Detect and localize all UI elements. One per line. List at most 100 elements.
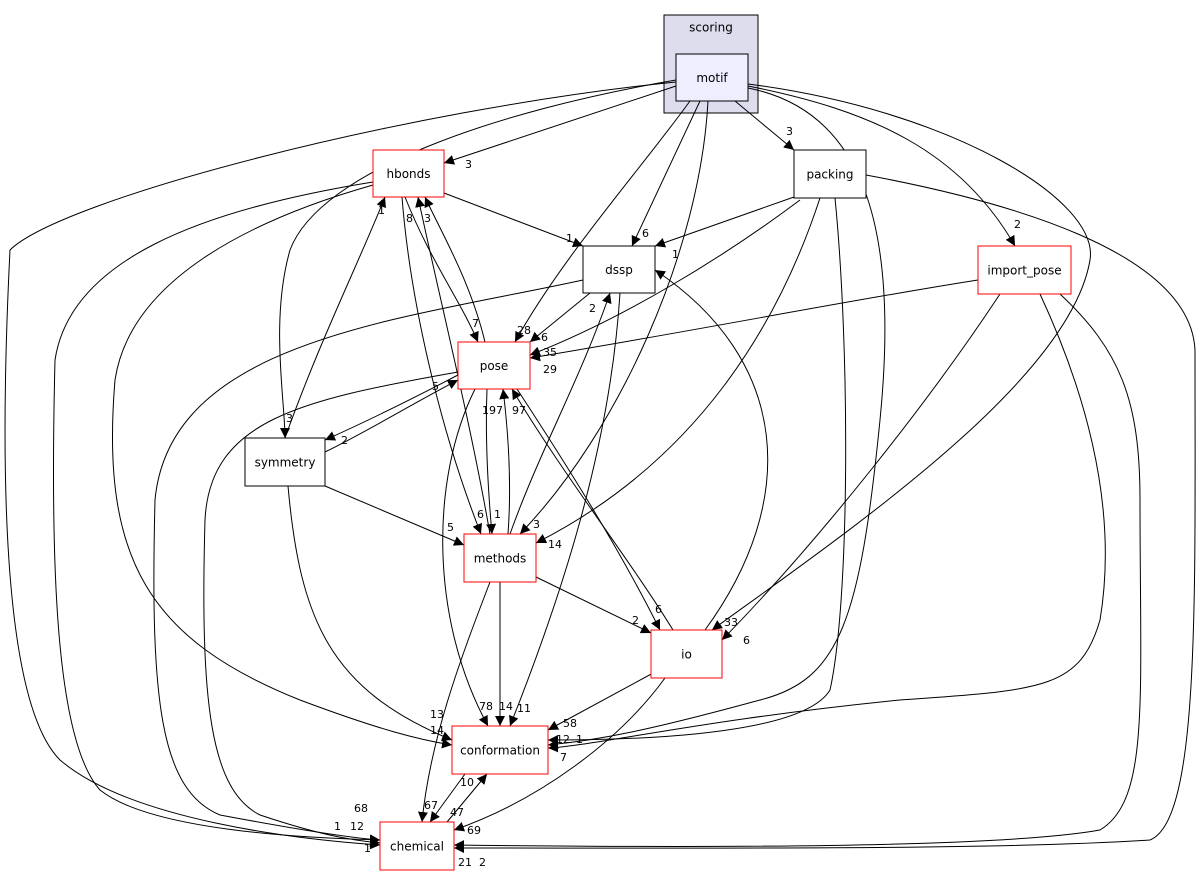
edge-line — [514, 100, 691, 343]
edge-count-label: 68 — [354, 802, 368, 815]
edge-line — [511, 388, 674, 631]
edge-hbonds-to-chemical[interactable]: 12 — [52, 181, 381, 845]
edge-count-label: 2 — [479, 856, 486, 869]
edge-motif-to-chemical[interactable]: 1 — [4, 81, 677, 850]
edge-line — [279, 79, 677, 439]
edge-line — [424, 196, 486, 343]
edge-count-label: 14 — [548, 538, 562, 551]
edge-count-label: 97 — [512, 404, 526, 417]
edge-pose-to-conformation[interactable]: 78 — [442, 388, 493, 727]
node-packing[interactable]: packing — [793, 149, 867, 199]
edge-motif-to-hbonds[interactable]: 3 — [443, 85, 677, 171]
node-box — [793, 149, 867, 199]
edge-count-label: 3 — [465, 158, 472, 171]
edge-motif-to-dssp[interactable]: 6 — [631, 100, 701, 247]
edge-motif-to-packing[interactable]: 3 — [734, 100, 795, 151]
edge-line — [516, 388, 661, 631]
edge-import_pose-to-chemical[interactable]: 2 — [453, 293, 1142, 869]
node-label: motif — [696, 71, 728, 85]
edge-count-label: 6 — [642, 227, 649, 240]
edge-methods-to-hbonds[interactable]: 8 — [406, 196, 491, 535]
edge-count-label: 1 — [672, 248, 679, 261]
node-box — [244, 437, 326, 487]
edge-pose-to-methods[interactable]: 1 — [485, 388, 501, 535]
edge-count-label: 3 — [424, 212, 431, 225]
edge-methods-to-pose[interactable]: 197 — [482, 388, 511, 535]
edge-line — [4, 81, 677, 850]
edge-packing-to-chemical[interactable]: 21 — [453, 174, 1196, 869]
edge-count-label: 58 — [563, 717, 577, 730]
edge-hbonds-to-pose[interactable]: 7 — [404, 196, 479, 343]
edge-motif-to-symmetry[interactable]: 3 — [279, 79, 677, 439]
node-import_pose[interactable]: import_pose — [977, 245, 1072, 295]
edge-packing-to-conformation[interactable]: 1 — [547, 197, 847, 746]
edge-io-to-chemical[interactable]: 69 — [453, 677, 666, 837]
edge-symmetry-to-pose[interactable]: 5 — [324, 379, 459, 453]
edge-line — [446, 773, 488, 823]
edge-line — [529, 199, 801, 357]
edge-line — [153, 279, 584, 845]
edge-hbonds-to-methods[interactable]: 6 — [401, 196, 484, 535]
edge-methods-to-dssp[interactable]: 2 — [509, 292, 612, 535]
node-box — [457, 341, 531, 390]
edge-dssp-to-conformation[interactable]: 11 — [509, 292, 621, 727]
edge-import_pose-to-pose[interactable]: 29 — [529, 279, 979, 376]
edge-methods-to-conformation[interactable]: 14 — [495, 582, 513, 726]
edge-count-label: 14 — [499, 700, 513, 713]
edge-motif-to-io[interactable]: 33 — [711, 83, 1091, 631]
edge-symmetry-to-hbonds[interactable]: 1 — [284, 196, 386, 439]
node-pose[interactable]: pose — [457, 341, 531, 390]
edge-io-to-pose[interactable]: 97 — [511, 388, 674, 631]
edge-line — [547, 671, 656, 731]
edge-motif-to-import_pose[interactable]: 2 — [747, 85, 1021, 247]
edge-count-label: 12 — [350, 820, 364, 833]
node-symmetry[interactable]: symmetry — [244, 437, 326, 487]
edge-pose-to-symmetry[interactable]: 2 — [324, 374, 459, 447]
node-box — [451, 725, 549, 775]
node-hbonds[interactable]: hbonds — [372, 149, 445, 198]
edge-packing-to-dssp[interactable]: 1 — [654, 196, 795, 261]
edge-io-to-dssp[interactable] — [654, 269, 769, 631]
edge-hbonds-to-dssp[interactable]: 1 — [443, 192, 584, 248]
edge-import_pose-to-conformation[interactable]: 7 — [547, 293, 1106, 764]
node-motif[interactable]: motif — [675, 53, 749, 102]
edge-io-to-conformation[interactable]: 58 — [547, 671, 656, 731]
edge-count-label: 6 — [743, 634, 750, 647]
edge-symmetry-to-conformation[interactable]: 13 — [287, 485, 453, 741]
edge-methods-to-io[interactable]: 2 — [535, 576, 652, 634]
edge-pose-to-hbonds[interactable]: 3 — [424, 196, 486, 343]
edge-methods-to-chemical[interactable]: 67 — [417, 581, 491, 823]
edge-count-label: 14 — [430, 724, 444, 737]
edge-dssp-to-chemical[interactable]: 68 — [153, 279, 584, 845]
node-label: conformation — [460, 744, 540, 758]
edge-packing-to-methods[interactable]: 14 — [535, 197, 821, 551]
edge-count-label: 1 — [364, 842, 371, 855]
edge-chemical-to-conformation[interactable]: 10 — [446, 773, 488, 823]
edge-line — [734, 100, 795, 151]
node-conformation[interactable]: conformation — [451, 725, 549, 775]
edge-line — [52, 181, 381, 845]
edge-conformation-to-chemical[interactable]: 47 — [429, 773, 466, 823]
edge-line — [442, 388, 489, 727]
edge-import_pose-to-io[interactable]: 6 — [721, 293, 1001, 647]
node-chemical[interactable]: chemical — [379, 821, 455, 871]
node-io[interactable]: io — [650, 629, 723, 679]
edge-symmetry-to-methods[interactable]: 5 — [324, 485, 465, 546]
edge-count-label: 2 — [589, 302, 596, 315]
edge-count-label: 197 — [482, 404, 503, 417]
node-dssp[interactable]: dssp — [582, 245, 656, 294]
node-box — [582, 245, 656, 294]
edge-line — [453, 677, 666, 832]
edge-pose-to-io[interactable]: 6 — [516, 388, 662, 631]
edge-motif-to-methods[interactable]: 3 — [519, 100, 709, 535]
edge-dssp-to-pose[interactable]: 6 — [529, 292, 591, 344]
node-methods[interactable]: methods — [463, 533, 537, 583]
edge-count-label: 3 — [533, 518, 540, 531]
edge-count-label: 10 — [460, 776, 474, 789]
edge-line — [654, 269, 769, 631]
edge-motif-to-pose[interactable]: 28 — [514, 100, 691, 343]
edge-line — [429, 773, 466, 823]
edge-pose-to-chemical[interactable]: 1 — [203, 371, 459, 855]
edge-line — [547, 293, 1106, 753]
